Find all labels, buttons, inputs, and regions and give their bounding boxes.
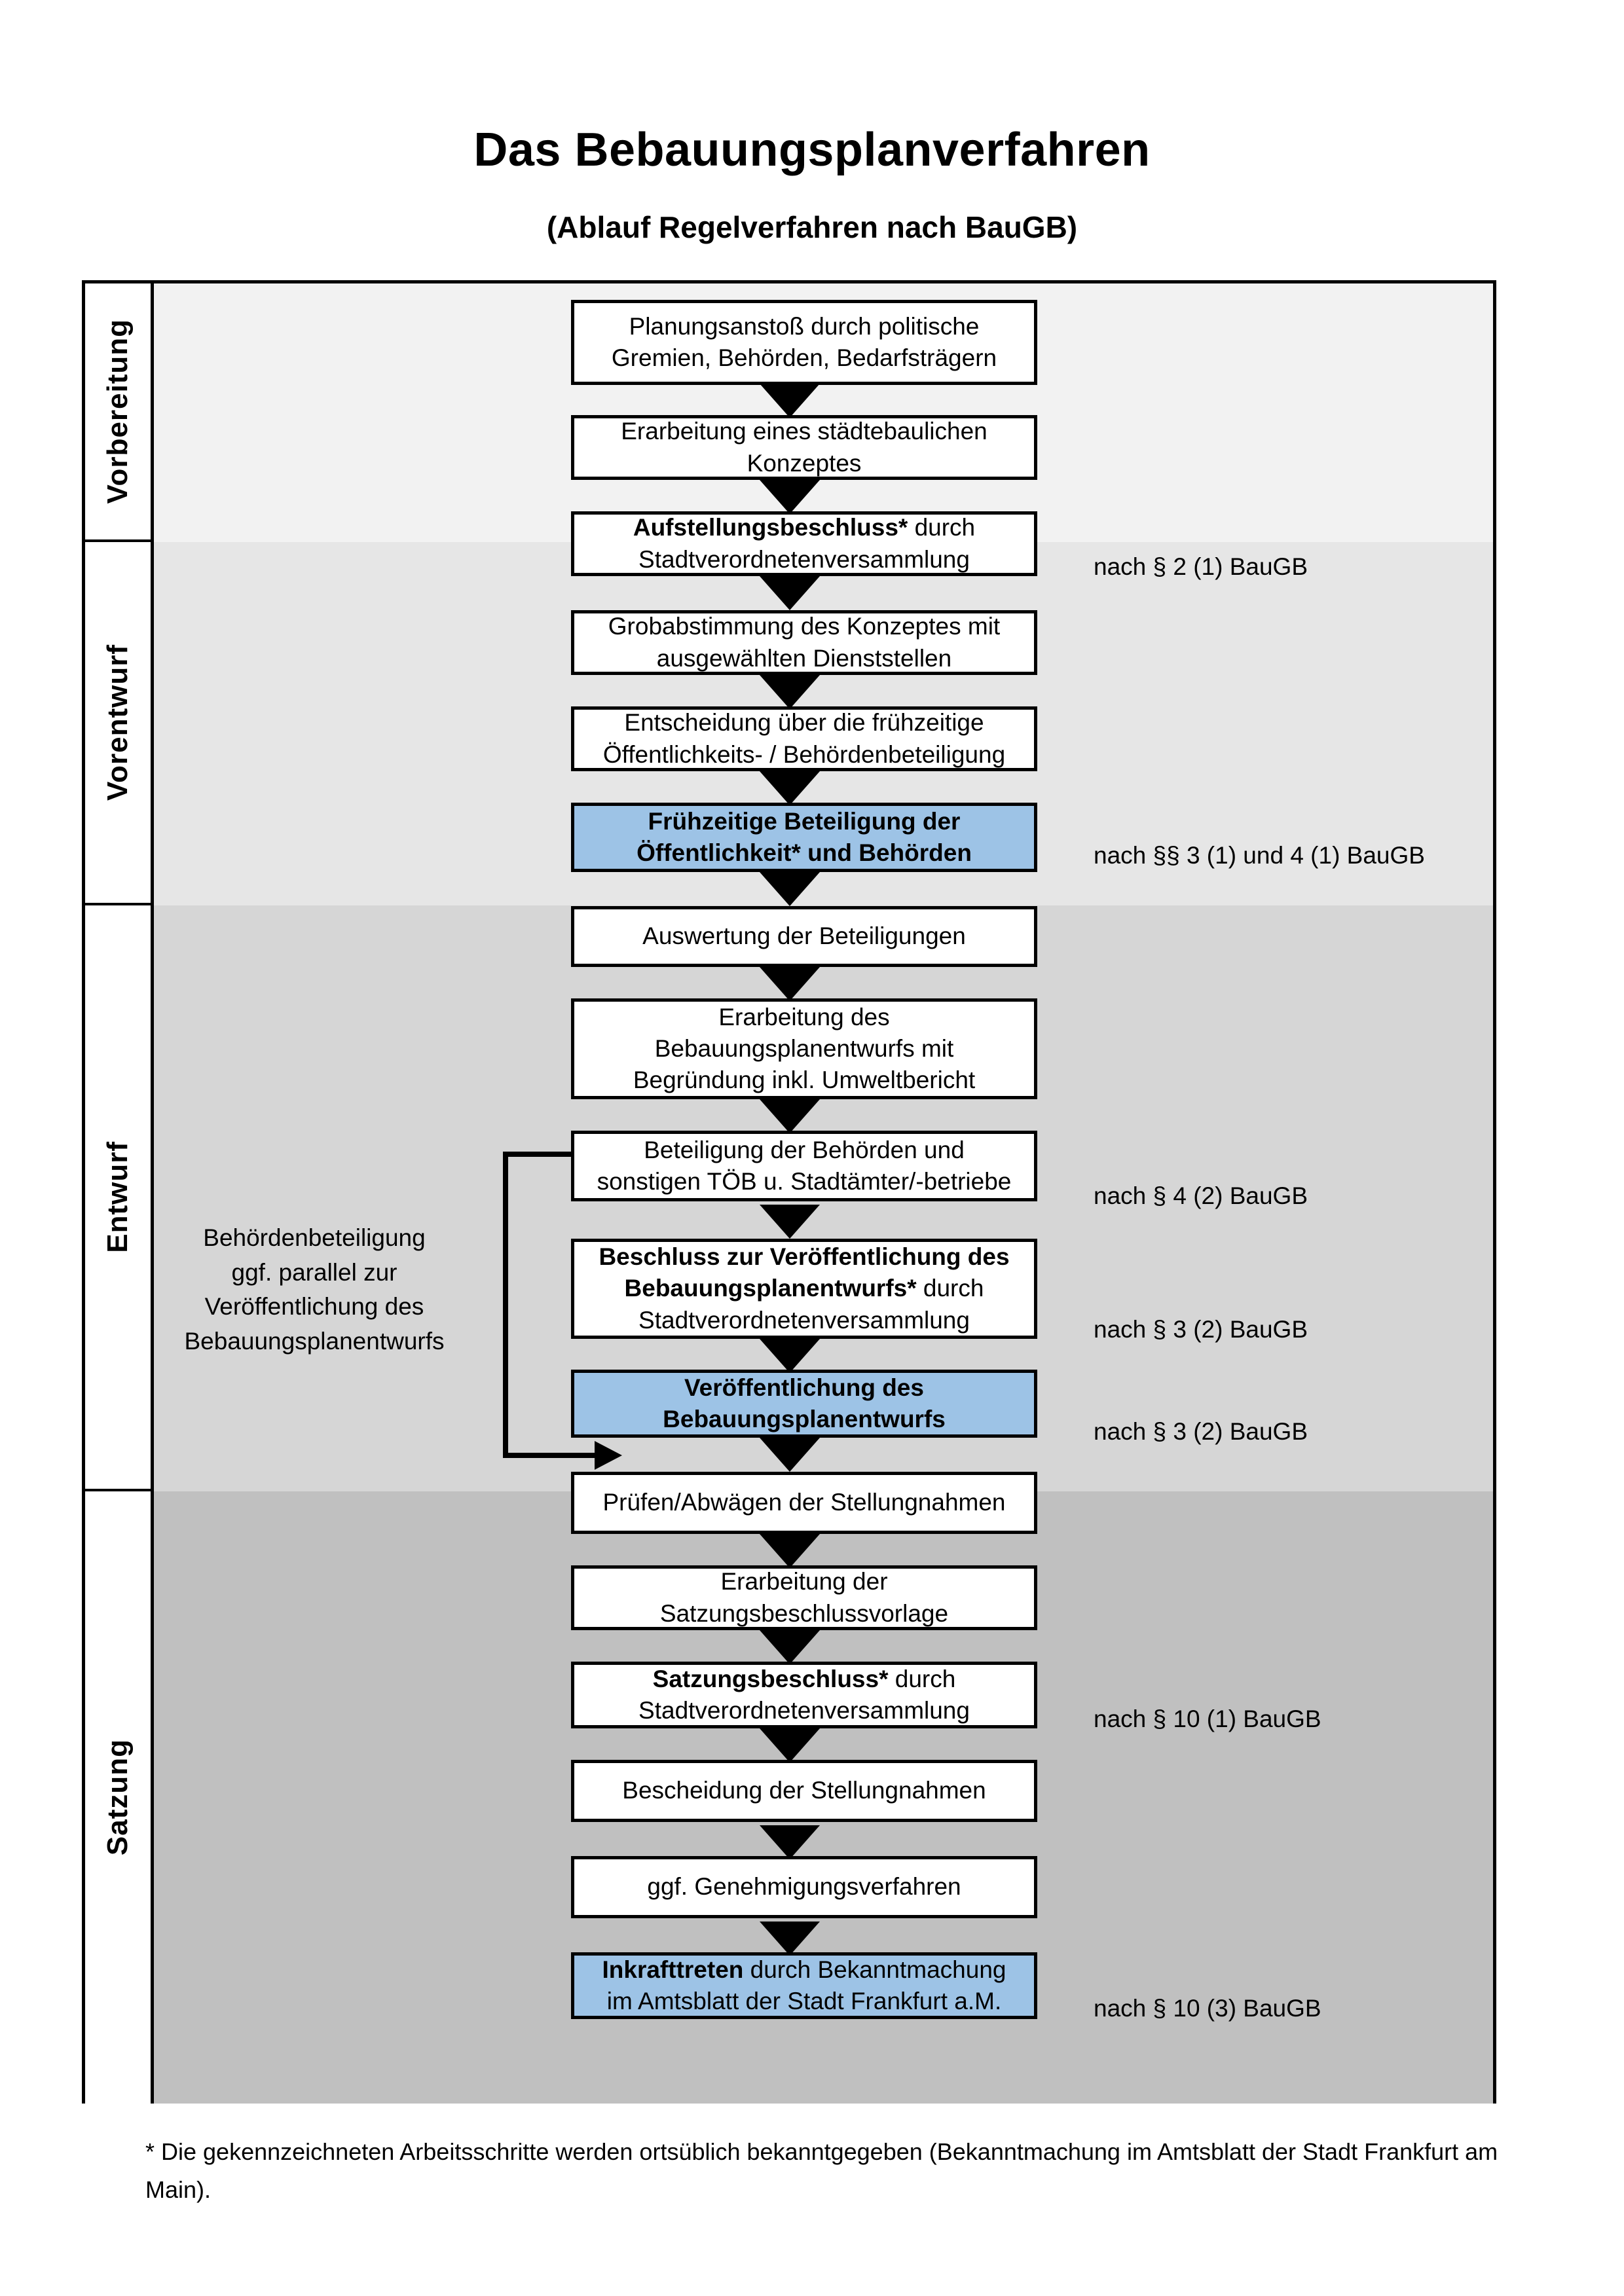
phase-cell-vorentwurf: Vorentwurf — [85, 542, 151, 905]
annotation-paragraph-10-1: nach § 10 (1) BauGB — [1094, 1705, 1321, 1732]
step-text: Inkrafttreten durch Bekanntmachung im Am… — [602, 1956, 1006, 2014]
side-note-line-2: ggf. parallel zur — [231, 1258, 397, 1286]
annotation-paragraph-10-3: nach § 10 (3) BauGB — [1094, 1995, 1321, 2022]
parallel-branch-connector — [498, 1149, 629, 1470]
step-box-pruefen-abwaegen[interactable]: Prüfen/Abwägen der Stellungnahmen — [571, 1472, 1037, 1534]
flow-arrow-8 — [760, 1099, 820, 1133]
step-text: ggf. Genehmigungsverfahren — [647, 1873, 961, 1901]
phase-label-entwurf: Entwurf — [101, 1141, 134, 1253]
step-box-entscheidung-beteiligung[interactable]: Entscheidung über die frühzeitige Öffent… — [571, 706, 1037, 771]
step-text: Bescheidung der Stellungnahmen — [622, 1777, 986, 1804]
step-text: Grobabstimmung des Konzeptes mit ausgewä… — [608, 613, 1001, 672]
flow-arrow-15 — [760, 1825, 820, 1859]
footnote: * Die gekennzeichneten Arbeitsschritte w… — [145, 2138, 1498, 2204]
phase-label-satzung: Satzung — [101, 1739, 134, 1856]
phase-label-vorbereitung: Vorbereitung — [101, 319, 134, 504]
annotation-paragraph-3-2-a: nach § 3 (2) BauGB — [1094, 1316, 1308, 1343]
flow-arrow-10 — [760, 1339, 820, 1373]
step-box-satzungsbeschluss[interactable]: Satzungsbeschluss* durch Stadtverordnete… — [571, 1662, 1037, 1728]
step-rest-part: durch — [888, 1665, 956, 1692]
flow-arrow-6 — [760, 872, 820, 906]
phase-cell-vorbereitung: Vorbereitung — [85, 283, 151, 542]
annotation-paragraph-3-1-4-1: nach §§ 3 (1) und 4 (1) BauGB — [1094, 842, 1425, 869]
phase-column: Vorbereitung Vorentwurf Entwurf Satzung — [85, 283, 154, 2104]
page-subtitle: (Ablauf Regelverfahren nach BauGB) — [546, 210, 1078, 244]
step-text: Beteiligung der Behörden und sonstigen T… — [597, 1136, 1012, 1195]
step-box-bescheidung[interactable]: Bescheidung der Stellungnahmen — [571, 1760, 1037, 1822]
step-box-erarbeitung-satzungsvorlage[interactable]: Erarbeitung der Satzungsbeschlussvorlage — [571, 1565, 1037, 1630]
annotation-paragraph-4-2: nach § 4 (2) BauGB — [1094, 1182, 1308, 1209]
step-text: Erarbeitung eines städtebaulichen Konzep… — [621, 418, 987, 477]
side-note-line-3: Veröffentlichung des — [204, 1293, 424, 1321]
step-box-inkrafttreten[interactable]: Inkrafttreten durch Bekanntmachung im Am… — [571, 1952, 1037, 2019]
step-box-auswertung[interactable]: Auswertung der Beteiligungen — [571, 906, 1037, 967]
phase-cell-entwurf: Entwurf — [85, 905, 151, 1491]
step-text: Planungsanstoß durch politische Gremien,… — [611, 312, 997, 371]
step-text: Auswertung der Beteiligungen — [642, 922, 966, 950]
side-note-line-4: Bebauungsplanentwurfs — [184, 1327, 445, 1355]
flow-arrow-7 — [760, 967, 820, 1001]
step-box-beteiligung-behoerden[interactable]: Beteiligung der Behörden und sonstigen T… — [571, 1131, 1037, 1201]
step-bold-part: Aufstellungsbeschluss* — [633, 514, 908, 541]
flow-arrow-12 — [760, 1534, 820, 1568]
step-text: Prüfen/Abwägen der Stellungnahmen — [602, 1489, 1006, 1516]
flow-arrow-16 — [760, 1922, 820, 1956]
step-text: Erarbeitung des Bebauungsplanentwurfs mi… — [633, 1003, 976, 1094]
step-box-fruehzeitige-beteiligung[interactable]: Frühzeitige Beteiligung der Öffentlichke… — [571, 803, 1037, 872]
step-text: Aufstellungsbeschluss* durch Stadtverord… — [633, 514, 976, 573]
step-box-planungsanstoss[interactable]: Planungsanstoß durch politische Gremien,… — [571, 300, 1037, 385]
step-box-erarbeitung-konzept[interactable]: Erarbeitung eines städtebaulichen Konzep… — [571, 415, 1037, 480]
phase-label-vorentwurf: Vorentwurf — [101, 644, 134, 801]
step-box-genehmigungsverfahren[interactable]: ggf. Genehmigungsverfahren — [571, 1856, 1037, 1918]
annotation-paragraph-2-1: nach § 2 (1) BauGB — [1094, 553, 1308, 580]
flow-arrow-13 — [760, 1630, 820, 1664]
step-box-beschluss-veroeffentlichung[interactable]: Beschluss zur Veröffentlichung des Bebau… — [571, 1239, 1037, 1339]
step-text: Beschluss zur Veröffentlichung des Bebau… — [599, 1243, 1010, 1334]
side-note-line-1: Behördenbeteiligung — [203, 1224, 426, 1251]
flow-arrow-2 — [760, 480, 820, 514]
page-title: Das Bebauungsplanverfahren — [473, 124, 1151, 176]
step-text: Erarbeitung der Satzungsbeschlussvorlage — [659, 1568, 949, 1627]
step-text: Veröffentlichung des Bebauungsplanentwur… — [663, 1374, 946, 1432]
flow-arrow-14 — [760, 1728, 820, 1762]
flow-arrow-1 — [760, 384, 820, 418]
annotation-paragraph-3-2-b: nach § 3 (2) BauGB — [1094, 1418, 1308, 1445]
flow-arrow-4 — [760, 675, 820, 709]
step-bold-part: Inkrafttreten — [602, 1956, 744, 1983]
side-note-parallel: Behördenbeteiligung ggf. parallel zur Ve… — [167, 1221, 462, 1358]
flow-arrow-5 — [760, 771, 820, 805]
step-text: Frühzeitige Beteiligung der Öffentlichke… — [637, 807, 972, 866]
step-box-erarbeitung-entwurf[interactable]: Erarbeitung des Bebauungsplanentwurfs mi… — [571, 998, 1037, 1099]
step-text: Satzungsbeschluss* durch Stadtverordnete… — [638, 1665, 970, 1724]
step-box-aufstellungsbeschluss[interactable]: Aufstellungsbeschluss* durch Stadtverord… — [571, 511, 1037, 576]
step-rest-part: durch — [908, 514, 976, 541]
flow-arrow-3 — [760, 576, 820, 610]
step-box-veroeffentlichung-entwurf[interactable]: Veröffentlichung des Bebauungsplanentwur… — [571, 1370, 1037, 1438]
step-text: Entscheidung über die frühzeitige Öffent… — [602, 709, 1006, 768]
step-bold-part: Satzungsbeschluss* — [652, 1665, 889, 1692]
step-box-grobabstimmung[interactable]: Grobabstimmung des Konzeptes mit ausgewä… — [571, 610, 1037, 675]
flow-arrow-9 — [760, 1205, 820, 1239]
phase-cell-satzung: Satzung — [85, 1491, 151, 2104]
flow-arrow-11 — [760, 1438, 820, 1472]
flowchart-frame: Vorbereitung Vorentwurf Entwurf Satzung — [82, 280, 1496, 2104]
step-rest-part: durch Bekanntmachung — [743, 1956, 1006, 1983]
